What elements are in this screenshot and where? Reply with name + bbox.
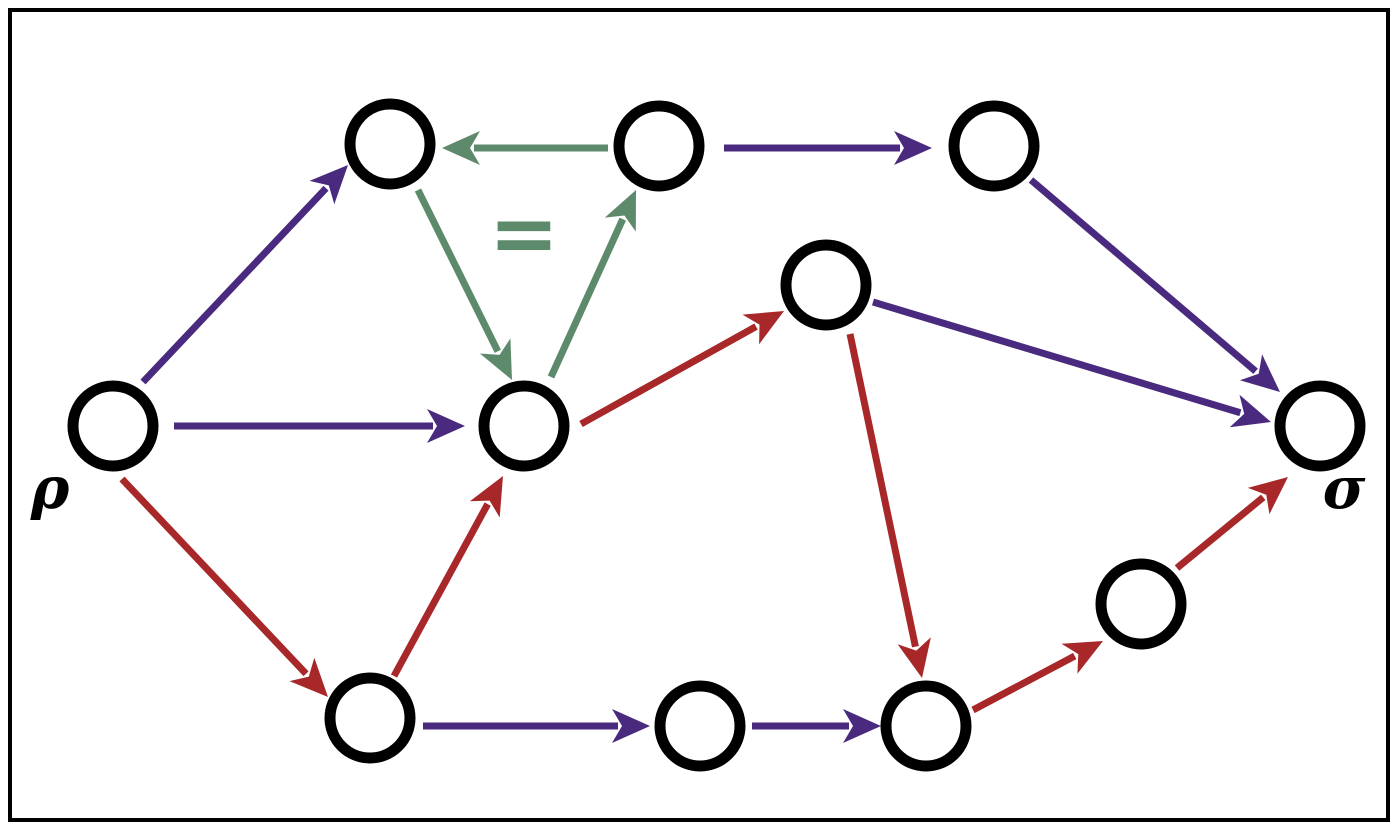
node-bottom-right-middle xyxy=(880,680,972,772)
arrowhead xyxy=(469,476,503,518)
nodes-layer xyxy=(67,98,1366,772)
arrowhead xyxy=(442,131,480,165)
edge-line xyxy=(547,217,626,379)
arrowhead xyxy=(1240,354,1280,392)
arrowhead xyxy=(289,657,328,697)
arrowhead xyxy=(612,709,650,743)
edge-line xyxy=(971,652,1077,714)
arrowhead xyxy=(1061,641,1103,674)
source-label-rho: ρ xyxy=(30,454,70,522)
node-bottom-middle xyxy=(654,680,746,772)
edge-upper-right-middle-to-bottom-right-middle xyxy=(846,333,931,678)
target-label-sigma: σ xyxy=(1323,454,1366,522)
equals-symbol-group: = xyxy=(489,184,559,282)
edge-top-left-to-center xyxy=(414,188,512,380)
edge-rho-to-bottom-left xyxy=(119,476,328,697)
edge-center-to-top-middle xyxy=(547,190,636,379)
node-rho xyxy=(67,380,159,472)
arrowhead xyxy=(742,311,784,345)
edge-line xyxy=(119,476,309,677)
edge-top-middle-to-top-left xyxy=(442,131,608,165)
edge-rho-to-top-left xyxy=(140,165,348,385)
edge-line xyxy=(871,298,1242,417)
node-center xyxy=(478,380,570,472)
edge-line xyxy=(414,188,501,353)
edge-line xyxy=(1174,494,1266,571)
arrowhead xyxy=(897,637,931,678)
arrowhead xyxy=(1247,477,1288,515)
arrowhead xyxy=(309,165,348,205)
edge-rho-to-center xyxy=(174,409,465,443)
edge-bottom-middle-to-bottom-right-middle xyxy=(752,709,881,743)
arrowhead xyxy=(894,131,932,165)
edge-center-to-upper-right-middle xyxy=(579,311,784,428)
arrowhead xyxy=(427,409,465,443)
node-upper-right-middle xyxy=(780,239,872,331)
edge-upper-right-middle-to-sigma xyxy=(871,298,1271,428)
arrowhead xyxy=(1229,394,1271,428)
node-top-right xyxy=(948,100,1040,192)
node-lower-right xyxy=(1095,558,1187,650)
edge-bottom-left-to-center xyxy=(390,476,503,678)
edge-line xyxy=(1028,177,1258,374)
node-top-middle xyxy=(613,100,705,192)
edge-bottom-right-middle-to-lower-right xyxy=(971,641,1103,714)
node-sigma xyxy=(1274,380,1366,472)
arrowhead xyxy=(479,338,512,380)
edges-layer xyxy=(119,131,1288,743)
edge-line xyxy=(579,323,758,428)
edge-top-right-to-sigma xyxy=(1028,177,1280,392)
edge-lower-right-to-sigma xyxy=(1174,477,1288,571)
edge-line xyxy=(140,185,329,385)
node-bottom-left xyxy=(324,672,416,764)
edge-bottom-left-to-bottom-middle xyxy=(423,709,650,743)
arrowhead xyxy=(843,709,881,743)
edge-line xyxy=(390,502,491,678)
edge-line xyxy=(846,333,919,648)
arrowhead xyxy=(604,190,636,232)
node-top-left xyxy=(344,98,436,190)
edge-top-middle-to-top-right xyxy=(724,131,932,165)
equals-symbol: = xyxy=(489,184,559,282)
